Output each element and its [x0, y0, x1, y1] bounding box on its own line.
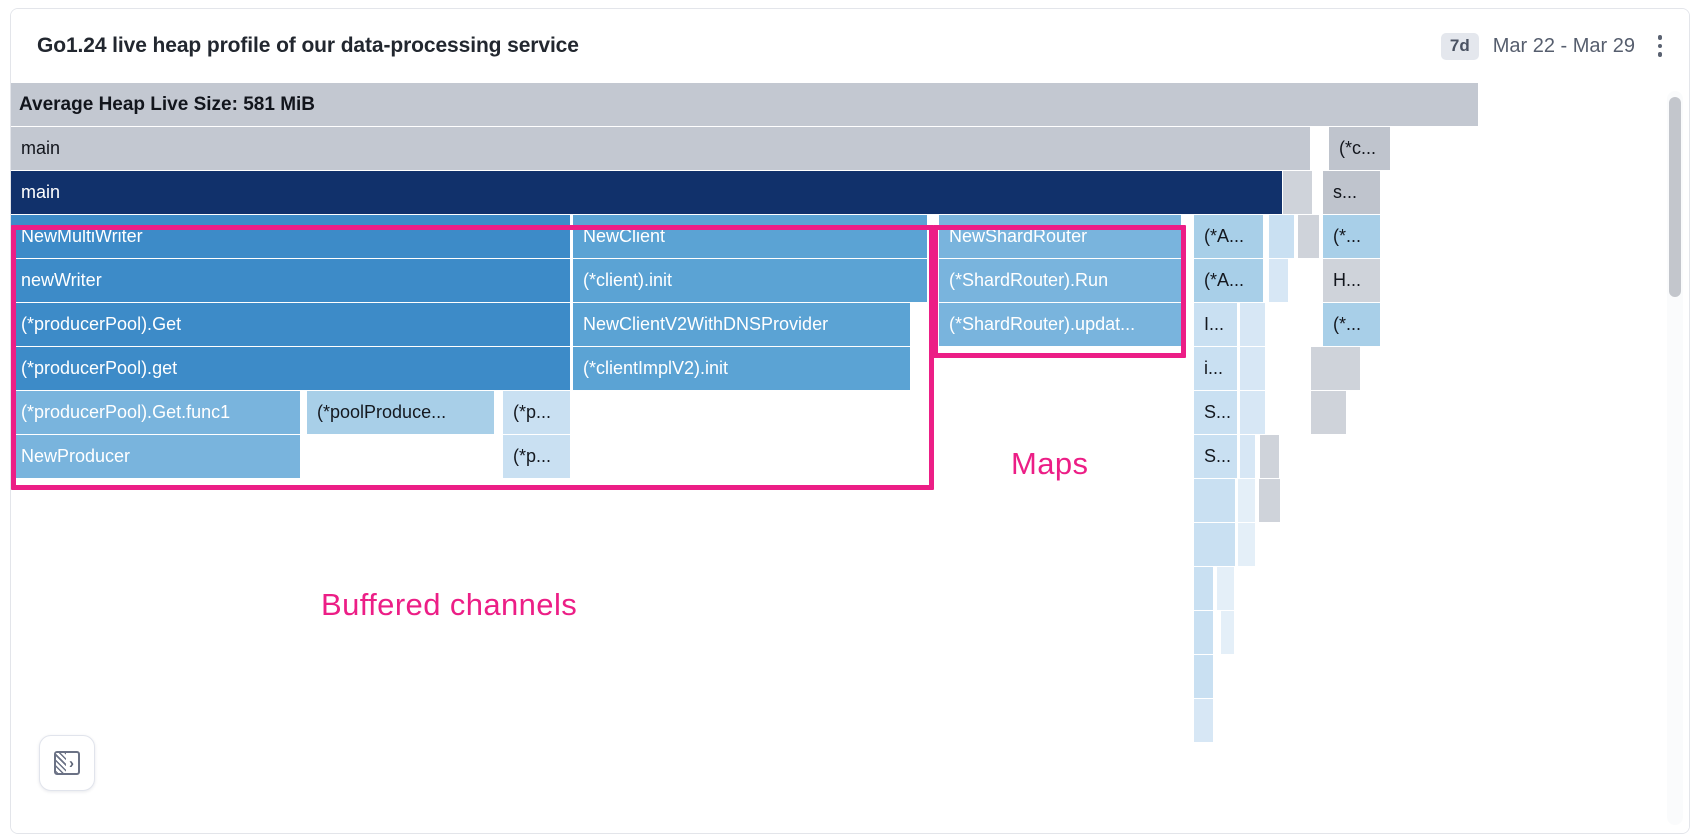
- flamegraph-frame[interactable]: (*ShardRouter).updat...: [939, 303, 1182, 347]
- flamegraph-frame[interactable]: NewMultiWriter: [11, 215, 571, 259]
- flamegraph-frame[interactable]: newWriter: [11, 259, 571, 303]
- hatch-pattern: [56, 753, 66, 773]
- flamegraph-scroll-viewport[interactable]: Average Heap Live Size: 581 MiB main (*c.…: [11, 83, 1661, 833]
- flamegraph-frame[interactable]: [1311, 391, 1347, 435]
- flamegraph-frame[interactable]: [1238, 523, 1256, 567]
- flamegraph-row: [11, 567, 1479, 611]
- flamegraph-frame[interactable]: [1283, 171, 1313, 215]
- code-panel-toggle-icon: ›: [54, 751, 80, 775]
- flamegraph-frame[interactable]: (*client).init: [573, 259, 928, 303]
- flamegraph-row: NewProducer (*p... S...: [11, 435, 1479, 479]
- flamegraph-frame[interactable]: [1194, 479, 1236, 523]
- flamegraph-rows: main(*c...mains...NewMultiWriterNewClien…: [11, 127, 1479, 743]
- header-bar: Go1.24 live heap profile of our data-pro…: [11, 9, 1689, 83]
- annotation-label-2: Maps: [1011, 446, 1088, 482]
- flamegraph-frame[interactable]: [1240, 303, 1266, 347]
- flamegraph-frame[interactable]: H...: [1323, 259, 1381, 303]
- date-range-label[interactable]: Mar 22 - Mar 29: [1493, 35, 1635, 58]
- flamegraph-panel: Average Heap Live Size: 581 MiB main (*c.…: [11, 83, 1689, 833]
- flamegraph-frame[interactable]: (*ShardRouter).Run: [939, 259, 1182, 303]
- flamegraph-frame[interactable]: main: [11, 171, 1283, 215]
- flamegraph-frame[interactable]: [1194, 611, 1214, 655]
- flamegraph-frame[interactable]: [1260, 435, 1280, 479]
- flamegraph-row: [11, 523, 1479, 567]
- flamegraph-frame[interactable]: [1238, 479, 1256, 523]
- flamegraph-frame[interactable]: [1259, 479, 1281, 523]
- flamegraph-frame[interactable]: NewProducer: [11, 435, 301, 479]
- code-panel-toggle-button[interactable]: ›: [39, 735, 95, 791]
- chevron-right-icon: ›: [69, 756, 74, 771]
- flamegraph-row: main (*c...: [11, 127, 1479, 171]
- flamegraph-row: (*producerPool).Get.func1(*poolProduce..…: [11, 391, 1479, 435]
- flamegraph-frame[interactable]: [1240, 347, 1266, 391]
- flamegraph-frame[interactable]: S...: [1194, 435, 1238, 479]
- flamegraph-frame[interactable]: [1194, 567, 1214, 611]
- vertical-scrollbar-thumb[interactable]: [1669, 97, 1681, 297]
- flamegraph-row: [11, 699, 1479, 743]
- flamegraph-frame[interactable]: (*p...: [503, 391, 571, 435]
- flamegraph-frame[interactable]: [1194, 699, 1214, 743]
- flamegraph-total-row: Average Heap Live Size: 581 MiB: [11, 83, 1479, 127]
- flamegraph-frame[interactable]: I...: [1194, 303, 1238, 347]
- flamegraph-row: (*producerPool).GetNewClientV2WithDNSPro…: [11, 303, 1479, 347]
- flamegraph-row: [11, 611, 1479, 655]
- flamegraph-row: [11, 479, 1479, 523]
- flamegraph-frame[interactable]: (*...: [1323, 303, 1381, 347]
- time-range-badge[interactable]: 7d: [1441, 33, 1479, 60]
- flamegraph-frame[interactable]: (*c...: [1329, 127, 1391, 171]
- flamegraph-frame[interactable]: (*poolProduce...: [307, 391, 495, 435]
- flamegraph-frame[interactable]: i...: [1194, 347, 1238, 391]
- flamegraph-app-window: Go1.24 live heap profile of our data-pro…: [10, 8, 1690, 834]
- flamegraph-frame[interactable]: [1221, 611, 1235, 655]
- flamegraph-frame[interactable]: [1194, 523, 1236, 567]
- flamegraph-frame[interactable]: s...: [1323, 171, 1381, 215]
- flamegraph-frame[interactable]: [1269, 215, 1295, 259]
- flamegraph-frame[interactable]: (*producerPool).Get.func1: [11, 391, 301, 435]
- flamegraph-frame[interactable]: [1240, 435, 1256, 479]
- flamegraph-frame[interactable]: NewClient: [573, 215, 928, 259]
- flamegraph-frame[interactable]: NewClientV2WithDNSProvider: [573, 303, 911, 347]
- flamegraph-row: main s...: [11, 171, 1479, 215]
- vertical-scrollbar[interactable]: [1667, 91, 1683, 825]
- flamegraph-frame[interactable]: NewShardRouter: [939, 215, 1182, 259]
- flamegraph-frame[interactable]: S...: [1194, 391, 1238, 435]
- header-controls: 7d Mar 22 - Mar 29: [1441, 32, 1671, 60]
- flamegraph-frame[interactable]: [1311, 347, 1361, 391]
- flamegraph-frame[interactable]: [1217, 567, 1235, 611]
- flamegraph-root: Average Heap Live Size: 581 MiB main (*c.…: [11, 83, 1479, 743]
- flamegraph-row: (*producerPool).get(*clientImplV2).init i…: [11, 347, 1479, 391]
- flamegraph-frame[interactable]: [1269, 259, 1289, 303]
- flamegraph-frame[interactable]: (*p...: [503, 435, 571, 479]
- flamegraph-frame[interactable]: [1194, 655, 1214, 699]
- flamegraph-frame[interactable]: [1298, 215, 1320, 259]
- flamegraph-frame[interactable]: (*producerPool).Get: [11, 303, 571, 347]
- flamegraph-row: NewMultiWriterNewClientNewShardRouter (*A…: [11, 215, 1479, 259]
- page-title: Go1.24 live heap profile of our data-pro…: [37, 34, 579, 58]
- flamegraph-frame[interactable]: (*clientImplV2).init: [573, 347, 911, 391]
- flamegraph-frame[interactable]: main: [11, 127, 1311, 171]
- flamegraph-row: [11, 655, 1479, 699]
- kebab-menu-icon[interactable]: [1649, 32, 1671, 60]
- flamegraph-row: newWriter(*client).init(*ShardRouter).Ru…: [11, 259, 1479, 303]
- annotation-label-1: Buffered channels: [321, 587, 577, 623]
- flamegraph-frame[interactable]: (*A...: [1194, 259, 1264, 303]
- flamegraph-frame[interactable]: (*...: [1323, 215, 1381, 259]
- flamegraph-frame[interactable]: (*producerPool).get: [11, 347, 571, 391]
- flamegraph-frame[interactable]: [1240, 391, 1266, 435]
- total-frame[interactable]: Average Heap Live Size: 581 MiB: [11, 83, 1479, 127]
- flamegraph-frame[interactable]: (*A...: [1194, 215, 1264, 259]
